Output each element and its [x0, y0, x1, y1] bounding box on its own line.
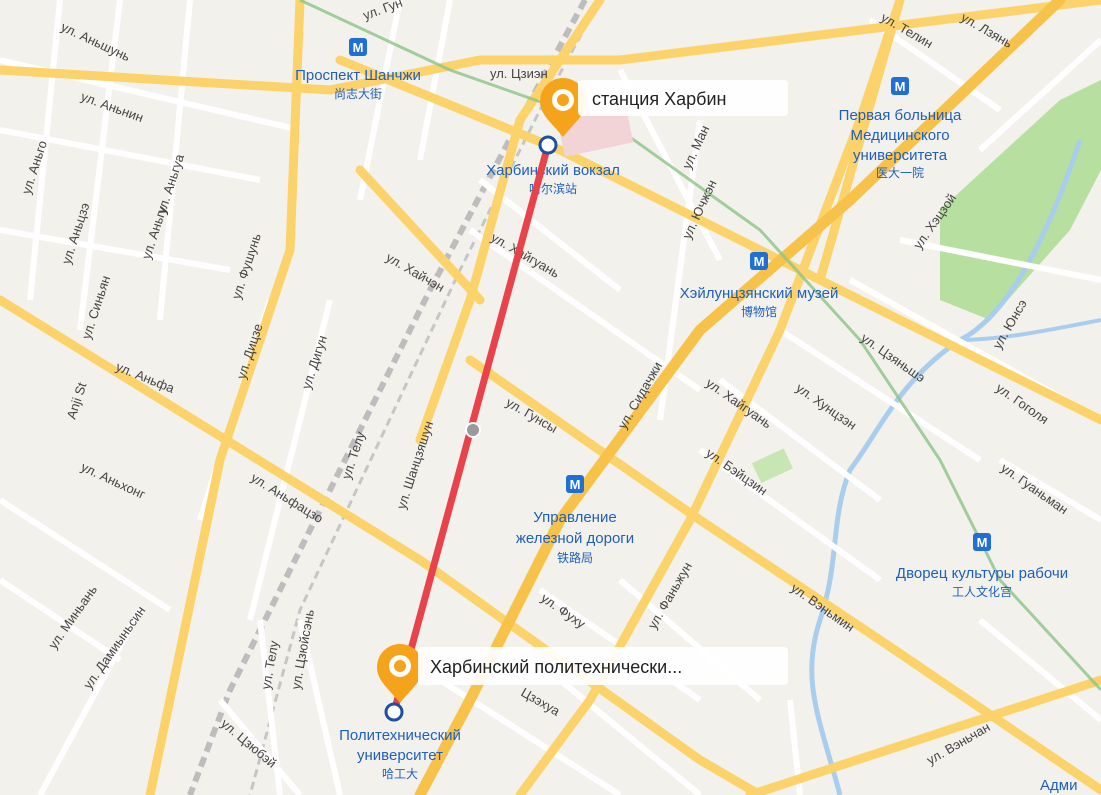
route-end-point[interactable]: [384, 702, 404, 722]
metro-station-label: Управление: [533, 509, 616, 526]
metro-station-dvorets-kultury[interactable]: M Дворец культуры рабочи 工人文化宫: [896, 533, 1068, 599]
metro-station-cn-label: 铁路局: [557, 550, 593, 565]
svg-text:M: M: [570, 477, 581, 492]
end-callout-text: Харбинский политехнически...: [430, 657, 682, 677]
metro-m-icon: [349, 38, 367, 56]
svg-text:M: M: [977, 535, 988, 550]
metro-station-cn-label: 医大一院: [876, 166, 924, 180]
rail-station-polytechnic[interactable]: Политехнический университет 哈工大: [339, 727, 461, 781]
route-midpoint-handle[interactable]: [465, 422, 481, 438]
metro-station-heilongjiang-museum[interactable]: M Хэйлунцзянский музей 博物馆: [680, 252, 839, 319]
route-start-point[interactable]: [538, 135, 558, 155]
metro-station-label-line2: Медицинского: [850, 127, 949, 144]
rail-station-label-line2: университет: [357, 747, 443, 764]
metro-station-label-line3: университета: [853, 147, 948, 164]
metro-station-cn-label: 尚志大街: [334, 87, 382, 101]
metro-station-label-line2: железной дороги: [516, 530, 634, 547]
metro-m-icon: [891, 77, 909, 95]
metro-station-cn-label: 博物馆: [741, 304, 777, 319]
metro-m-icon: [973, 533, 991, 551]
diagonal-avenue: [414, 0, 1066, 795]
river: [809, 139, 1083, 795]
end-callout[interactable]: Харбинский политехнически...: [418, 647, 788, 685]
rail-station-label: Харбинский вокзал: [486, 162, 620, 179]
metro-m-icon: [566, 475, 584, 493]
rail-station-label: Политехнический: [339, 727, 461, 744]
start-callout[interactable]: станция Харбин: [578, 80, 788, 116]
metro-station-cn-label: 工人文化宫: [952, 584, 1012, 599]
svg-text:ул. Цзиэн: ул. Цзиэн: [490, 66, 548, 81]
park-small: [751, 448, 793, 484]
start-callout-text: станция Харбин: [592, 89, 726, 109]
metro-m-icon: [750, 252, 768, 270]
park-area: [940, 80, 1101, 320]
rail-station-cn-label: 哈尔滨站: [529, 181, 577, 196]
svg-text:M: M: [895, 79, 906, 94]
metro-station-label: Дворец культуры рабочи: [896, 565, 1068, 582]
rail-station-harbin[interactable]: Харбинский вокзал 哈尔滨站: [486, 162, 620, 196]
svg-text:M: M: [754, 254, 765, 269]
start-location-pin[interactable]: [540, 78, 586, 137]
cutoff-label: Адми: [1040, 777, 1077, 794]
metro-station-label: Проспект Шанчжи: [295, 67, 421, 84]
metro-station-prospekt-shanchzhi[interactable]: M Проспект Шанчжи 尚志大街: [295, 38, 421, 101]
rail-station-cn-label: 哈工大: [382, 767, 418, 781]
svg-text:M: M: [353, 40, 364, 55]
metro-station-label: Хэйлунцзянский музей: [680, 285, 839, 302]
end-location-pin[interactable]: [377, 644, 423, 703]
river-branch: [959, 318, 1101, 342]
metro-station-pervaya-bolnitsa[interactable]: M Первая больница Медицинского университ…: [839, 77, 962, 180]
metro-line: [299, 0, 1101, 692]
metro-station-label: Первая больница: [839, 107, 962, 124]
metro-station-upravlenie-zhd[interactable]: M Управление железной дороги 铁路局: [516, 475, 634, 565]
